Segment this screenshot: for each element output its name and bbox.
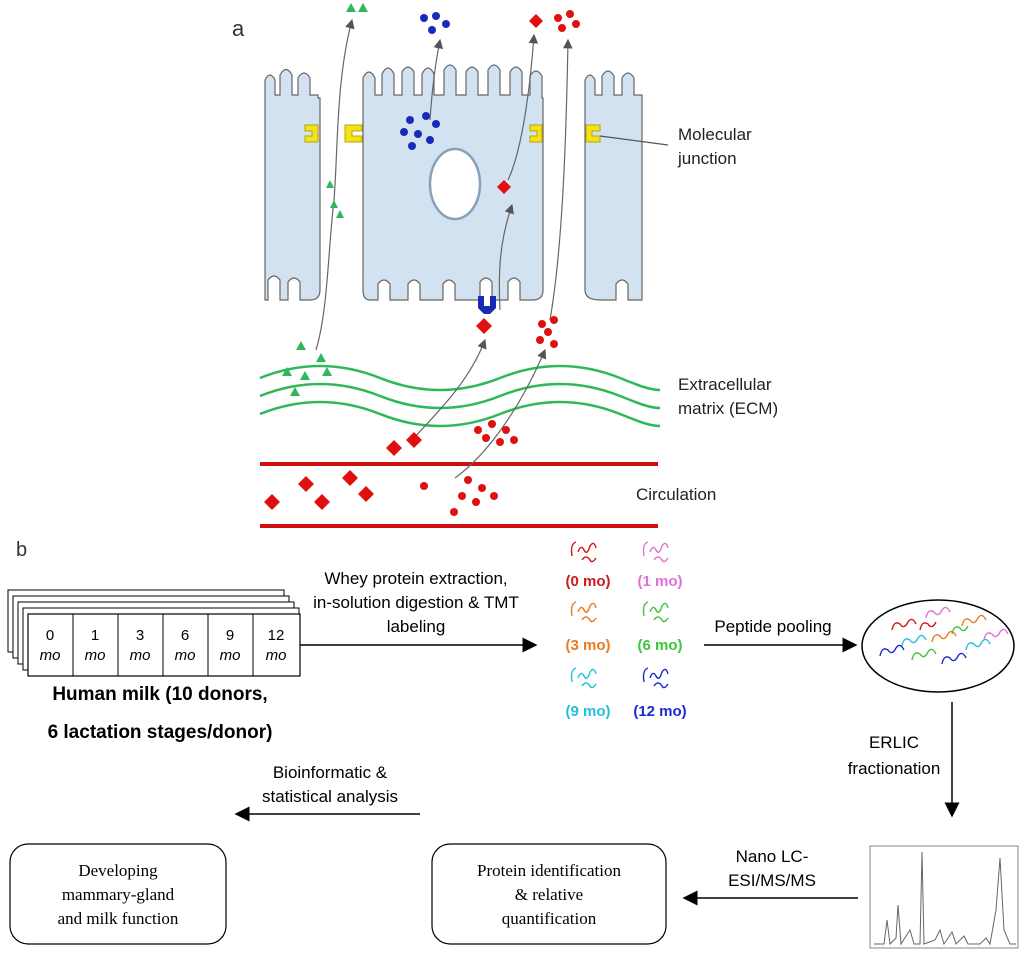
arrow-blue-secretion [429, 38, 444, 121]
panel-a-label: a [232, 16, 245, 41]
panel-b-label: b [16, 539, 27, 561]
tmt-label-3mo: (3 mo) [566, 637, 611, 654]
step5-line1: Bioinformatic & [273, 763, 388, 782]
left-cell [264, 68, 321, 301]
junction-shapes [304, 124, 601, 143]
tmt-label-9mo: (9 mo) [566, 703, 611, 720]
stage-0-num: 0 [46, 627, 54, 644]
stage-1-num: 1 [91, 627, 99, 644]
tmt-label-12mo: (12 mo) [633, 703, 686, 720]
arrow-receptor-up [498, 203, 514, 311]
step4-line2: ESI/MS/MS [728, 871, 816, 890]
protein-box-line2: & relative [515, 885, 583, 904]
tmt-peptides [570, 541, 669, 689]
step3-line2: fractionation [848, 759, 941, 778]
ecm-fibers [259, 364, 661, 428]
step3-line1: ERLIC [869, 733, 919, 752]
arrow-ecm-diamond [411, 338, 487, 441]
arrow-paracellular [315, 18, 355, 351]
nucleus [428, 147, 482, 221]
stage-12-num: 12 [268, 627, 285, 644]
protein-box-line3: quantification [502, 909, 597, 928]
stage-3-num: 3 [136, 627, 144, 644]
chromatogram-thumbnail [869, 845, 1019, 949]
stage-6-unit: mo [175, 647, 196, 664]
final-box-line1: Developing [78, 861, 158, 880]
junction-3 [529, 124, 543, 143]
tmt-label-6mo: (6 mo) [638, 637, 683, 654]
molecular-junction-label-2: junction [677, 149, 737, 168]
right-cell [584, 70, 643, 301]
tmt-label-0mo: (0 mo) [566, 573, 611, 590]
pooled-peptides [861, 599, 1015, 693]
junction-2 [344, 124, 363, 143]
step1-line3: labeling [387, 617, 446, 636]
green-triangles [282, 3, 368, 396]
ecm-label-1: Extracellular [678, 375, 772, 394]
milk-stage-row: 0 mo 1 mo 3 mo 6 mo 9 mo 12 mo [27, 613, 301, 677]
tmt-label-1mo: (1 mo) [638, 573, 683, 590]
arrow-dots-secretion [549, 38, 573, 321]
step1-line2: in-solution digestion & TMT [313, 593, 519, 612]
stage-0-unit: mo [40, 647, 61, 664]
junction-4 [585, 124, 601, 143]
stage-3-unit: mo [130, 647, 151, 664]
stage-12-unit: mo [266, 647, 287, 664]
arrow-circ-dots [454, 348, 547, 479]
arrow-diamond-up [507, 33, 539, 181]
mammary-function-box [9, 843, 227, 945]
stage-9-unit: mo [220, 647, 241, 664]
junction-leader [599, 135, 669, 146]
step1-line1: Whey protein extraction, [324, 569, 507, 588]
red-diamonds [264, 14, 543, 510]
circulation-label: Circulation [636, 485, 716, 504]
ecm-label-2: matrix (ECM) [678, 399, 778, 418]
blue-dots [400, 12, 450, 150]
final-box-line3: and milk function [58, 909, 179, 928]
protein-box-line1: Protein identification [477, 861, 621, 880]
molecular-junction-label-1: Molecular [678, 125, 752, 144]
junction-1 [304, 124, 319, 143]
step4-line1: Nano LC- [736, 847, 809, 866]
milk-caption-2: 6 lactation stages/donor) [48, 722, 273, 743]
step5-line2: statistical analysis [262, 787, 398, 806]
red-dots [420, 10, 580, 516]
stage-6-num: 6 [181, 627, 189, 644]
milk-caption-1: Human milk (10 donors, [52, 684, 267, 705]
final-box-line2: mammary-gland [62, 885, 175, 904]
protein-identification-box [431, 843, 667, 945]
transport-arrows [315, 18, 573, 479]
step2-label: Peptide pooling [714, 617, 831, 636]
stage-1-unit: mo [85, 647, 106, 664]
receptor [478, 296, 496, 314]
stage-9-num: 9 [226, 627, 234, 644]
